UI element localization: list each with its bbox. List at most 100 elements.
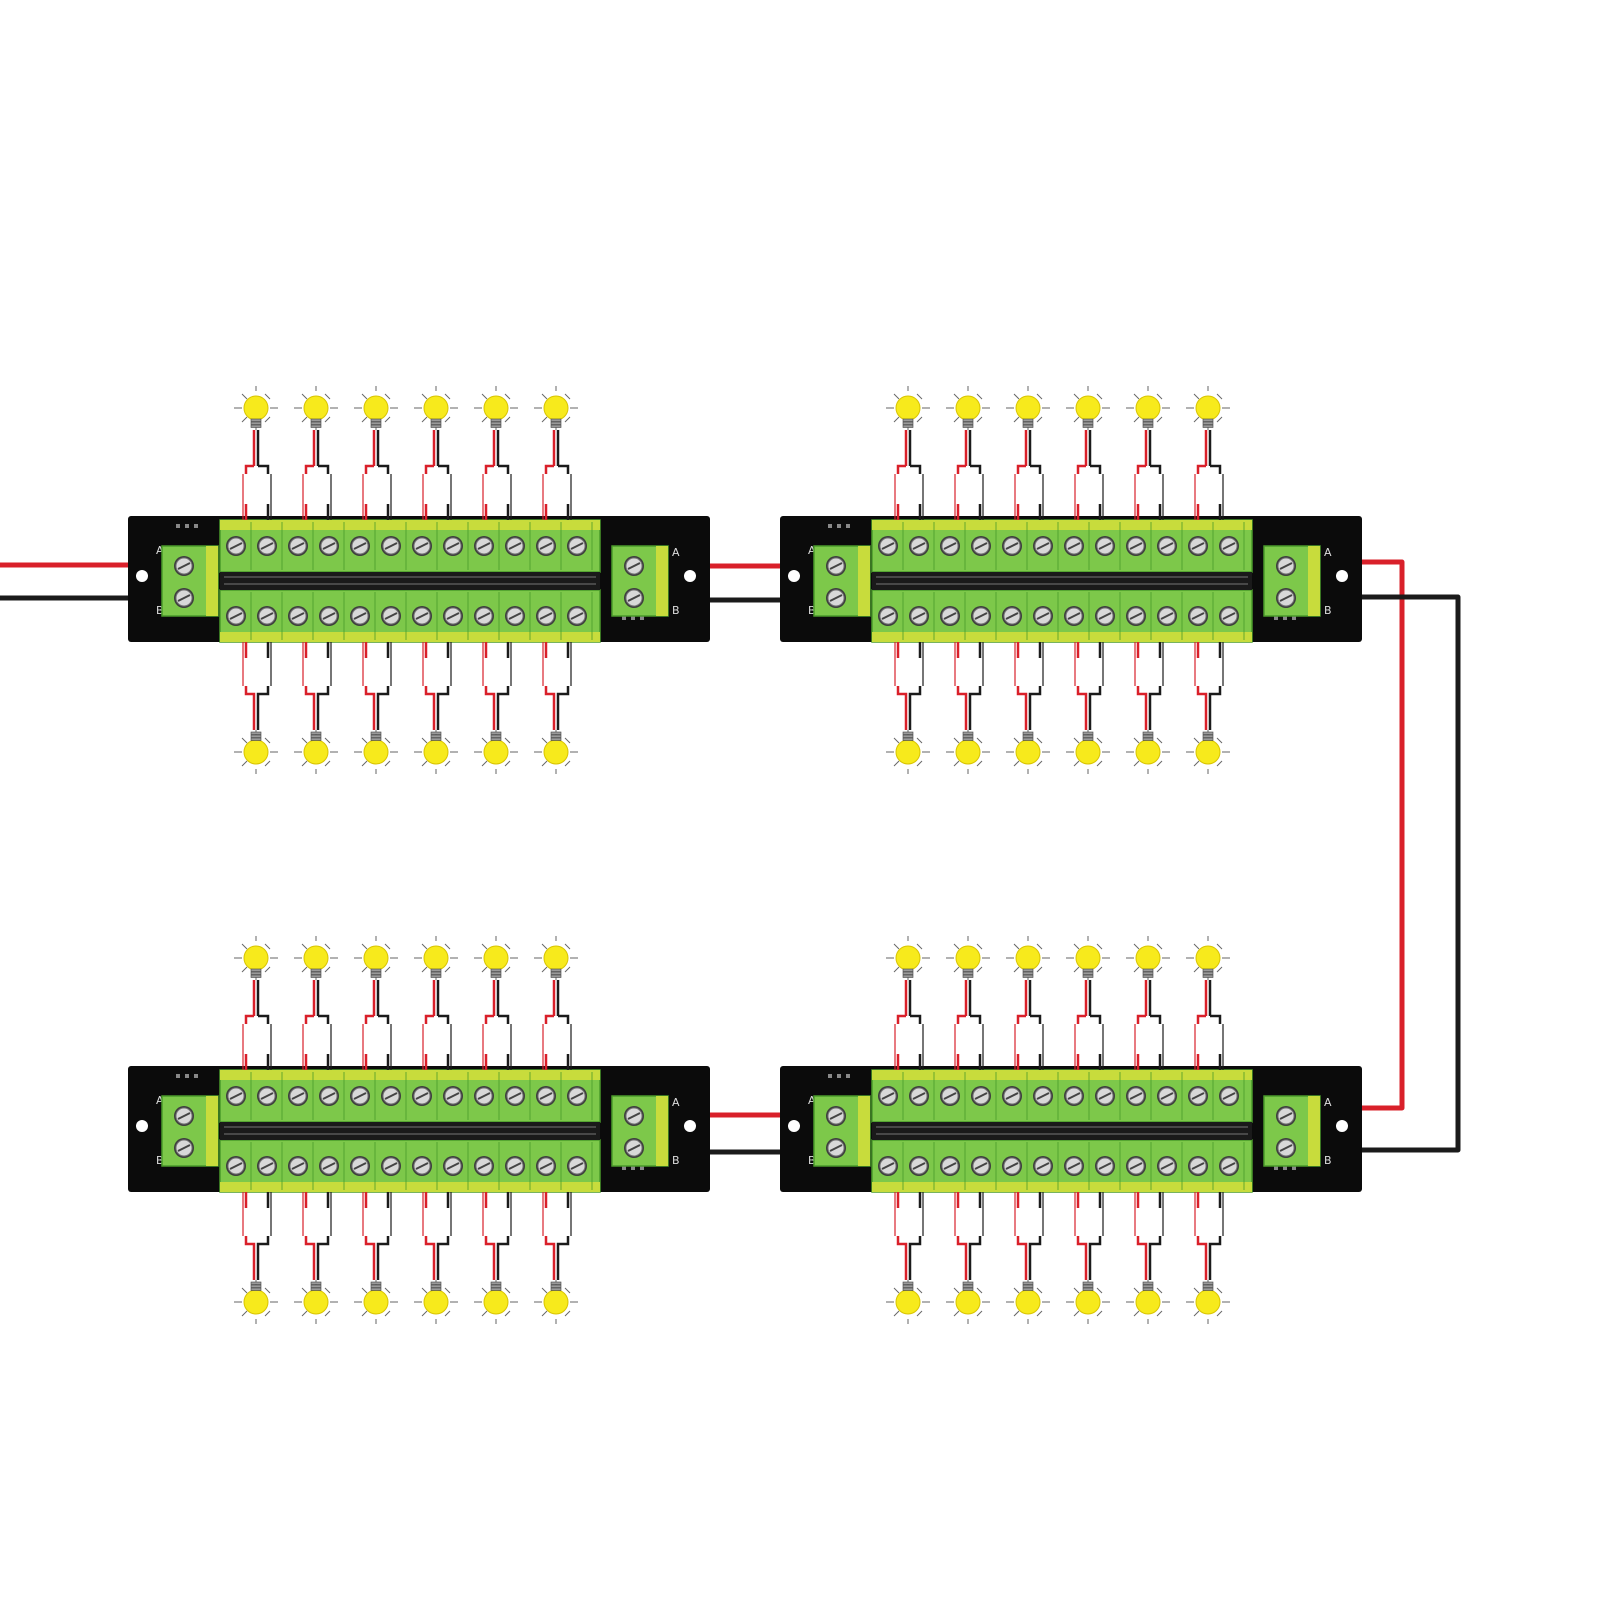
bulb-screw-base — [1082, 421, 1094, 425]
bulb-ray — [324, 1310, 331, 1317]
bulb-ray — [1156, 760, 1163, 767]
bulb-ray — [1193, 966, 1200, 973]
bulb-ray — [361, 966, 368, 973]
screw-slot — [177, 562, 191, 570]
screw-slot — [322, 542, 336, 550]
bulb-ray — [564, 966, 571, 973]
screw-terminal-icon — [412, 606, 432, 626]
bulb-glass — [1075, 945, 1101, 971]
screw-terminal-icon — [878, 1086, 898, 1106]
screw-slot — [974, 542, 988, 550]
bulb-assembly — [534, 936, 578, 1070]
screw-terminal-icon — [1002, 1086, 1022, 1106]
bulb-ray — [541, 1287, 548, 1294]
mounting-hole-icon — [788, 570, 800, 582]
wire-insulation — [1016, 1024, 1020, 1054]
terminal-label-a: A — [1324, 1096, 1332, 1109]
bulb-ray — [1036, 966, 1043, 973]
bulb-screw-base — [550, 731, 562, 735]
bulb-screw-base — [370, 1284, 382, 1288]
bulb-screw-base — [310, 1284, 322, 1288]
wire-insulation — [506, 1208, 510, 1236]
bulb-ray — [541, 737, 548, 744]
wire-insulation — [304, 1024, 308, 1054]
screw-slot — [829, 1144, 843, 1152]
light-bulb-icon — [1126, 936, 1170, 980]
mounting-hole-icon — [684, 570, 696, 582]
screw-terminal-icon — [319, 606, 339, 626]
screw-terminal-icon — [624, 1138, 644, 1158]
bulb-ray — [1096, 966, 1103, 973]
bulb-glass — [1075, 1289, 1101, 1315]
wire-insulation — [1098, 1024, 1102, 1054]
wire-insulation — [244, 658, 248, 686]
bulb-screw-base — [490, 971, 502, 975]
screw-terminal-icon — [1188, 1156, 1208, 1176]
pcb-dot — [837, 1074, 841, 1078]
wire-insulation — [1016, 658, 1020, 686]
bus-bar — [872, 572, 1252, 590]
light-bulb-icon — [1066, 936, 1110, 980]
pcb-dot — [828, 524, 832, 528]
bulb-glass — [423, 739, 449, 765]
bulb-screw-base — [370, 737, 382, 741]
wire-insulation — [956, 658, 960, 686]
bulb-glass — [955, 395, 981, 421]
mounting-hole-icon — [1336, 570, 1348, 582]
bulb-assembly — [1186, 936, 1230, 1070]
bulb-ray — [916, 966, 923, 973]
bulb-screw-base — [1202, 424, 1214, 428]
bulb-ray — [1036, 943, 1043, 950]
bulb-screw-base — [490, 731, 502, 735]
bulb-glass — [1015, 945, 1041, 971]
bulb-assembly — [886, 642, 930, 774]
wire-insulation — [1136, 1024, 1140, 1054]
light-bulb-icon — [294, 730, 338, 774]
bulb-ray — [1013, 737, 1020, 744]
bulb-screw-base — [902, 424, 914, 428]
bulb-ray — [481, 416, 488, 423]
wire-insulation — [506, 1024, 510, 1054]
bulb-ray — [384, 1310, 391, 1317]
wire-insulation — [1076, 1208, 1080, 1236]
pcb-dot — [176, 1074, 180, 1078]
bulb-ray — [1193, 760, 1200, 767]
bulb-screw-base — [370, 731, 382, 735]
terminal-label-a: A — [1324, 546, 1332, 559]
bulb-ray — [421, 966, 428, 973]
loop-black-wire — [1297, 594, 1461, 1153]
bulb-screw-base — [1142, 424, 1154, 428]
bulb-assembly — [1186, 642, 1230, 774]
bulb-assembly — [534, 386, 578, 520]
wire-insulation — [446, 1024, 450, 1054]
screw-terminal-icon — [288, 1156, 308, 1176]
screw-slot — [177, 594, 191, 602]
bulb-ray — [324, 943, 331, 950]
screw-terminal-icon — [381, 1086, 401, 1106]
pcb-dot — [185, 524, 189, 528]
terminal-label-b: B — [156, 604, 164, 617]
bulb-ray — [421, 737, 428, 744]
screw-terminal-icon — [505, 606, 525, 626]
screw-terminal-icon — [1126, 1086, 1146, 1106]
screw-slot — [353, 612, 367, 620]
light-bulb-icon — [234, 936, 278, 980]
screw-terminal-icon — [1033, 606, 1053, 626]
terminal-label-b: B — [156, 1154, 164, 1167]
bulb-ray — [444, 943, 451, 950]
bulb-screw-base — [250, 971, 262, 975]
screw-slot — [1222, 612, 1236, 620]
bulb-screw-base — [1022, 731, 1034, 735]
screw-slot — [1098, 1162, 1112, 1170]
bulb-glass — [303, 945, 329, 971]
wire-insulation — [896, 1208, 900, 1236]
bulb-glass — [543, 1289, 569, 1315]
terminal-row-label-strip — [872, 520, 1252, 530]
screw-slot — [446, 542, 460, 550]
screw-slot — [539, 1162, 553, 1170]
bulb-glass — [483, 395, 509, 421]
bulb-ray — [361, 416, 368, 423]
bulb-screw-base — [430, 418, 442, 422]
bulb-screw-base — [1022, 1284, 1034, 1288]
screw-slot — [1098, 1092, 1112, 1100]
